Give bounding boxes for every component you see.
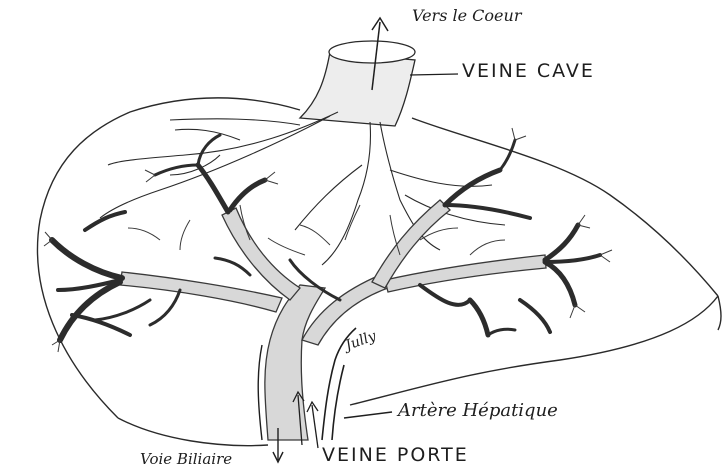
vena-cava [300, 18, 458, 126]
label-veine-cave: VEINE CAVE [462, 60, 595, 82]
liver-right-lobe-edge [718, 296, 721, 330]
liver-lower-edge [118, 418, 268, 446]
liver-outline [37, 98, 718, 418]
label-veine-porte: VEINE PORTE [322, 444, 469, 466]
label-voie-biliaire: Voie Biliaire [140, 450, 232, 468]
hepatic-veins [100, 112, 505, 265]
label-vers-coeur: Vers le Coeur [412, 6, 521, 25]
label-artere-hepatique: Artère Hépatique [398, 400, 558, 421]
